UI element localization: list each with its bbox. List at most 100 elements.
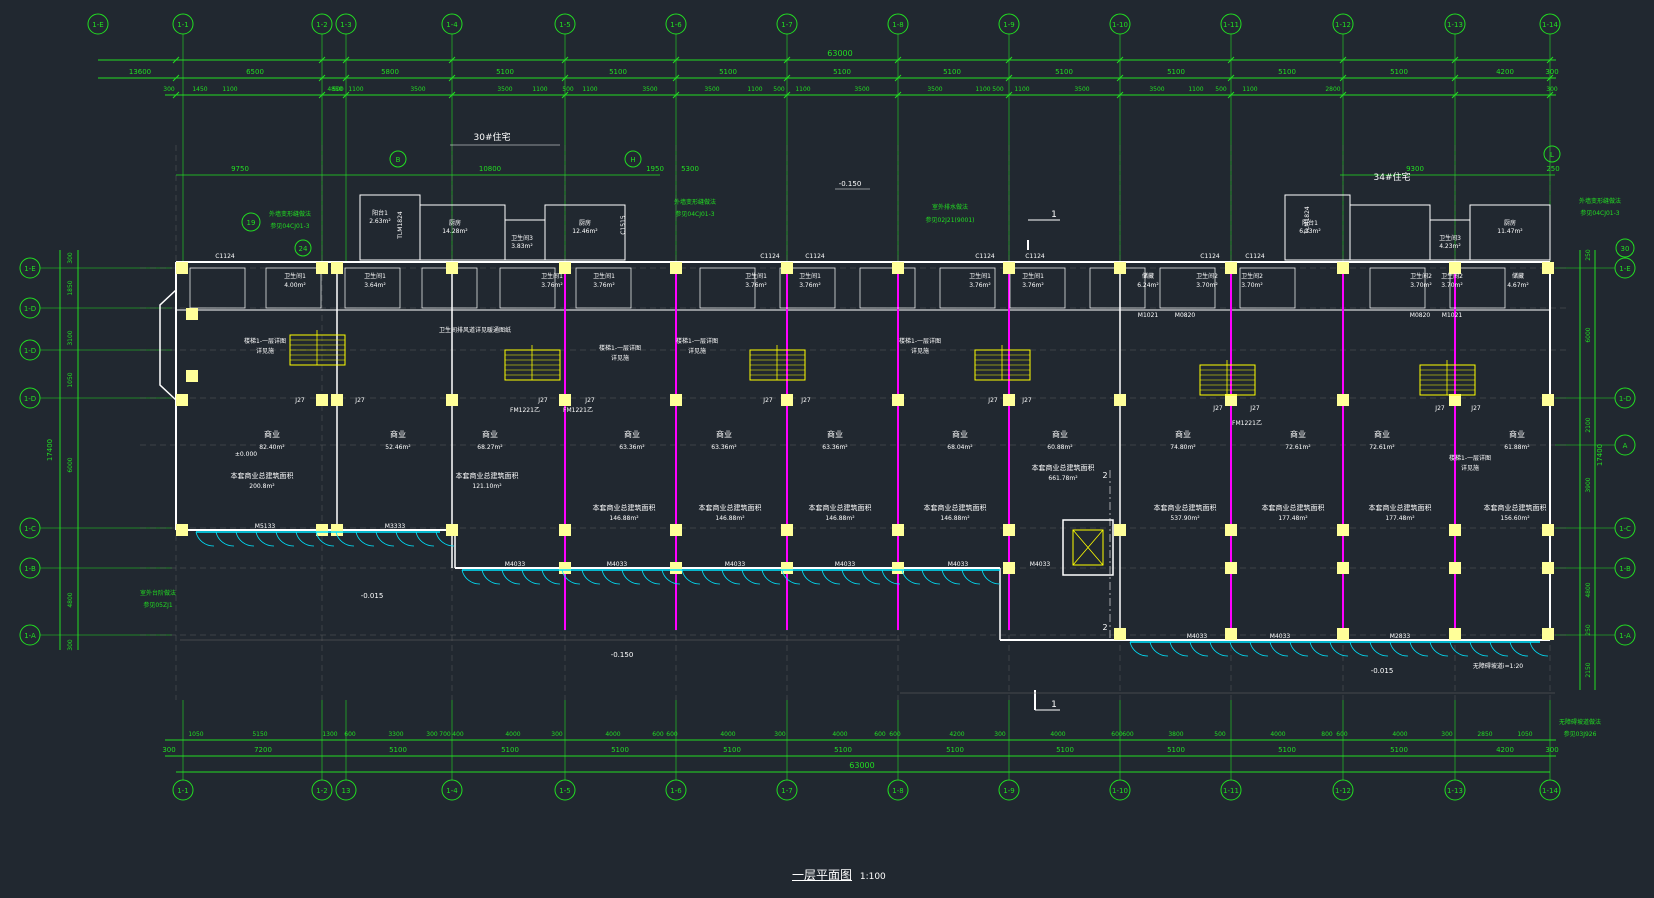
total-area-value: 177.48m² — [1278, 515, 1308, 522]
door-swing — [461, 569, 481, 585]
axis-bubble-bottom-1-7: 1-7 — [781, 787, 792, 795]
front-door-label: M4033 — [835, 561, 856, 568]
upper-room-area: 2.63m² — [369, 218, 391, 225]
door-swing — [195, 531, 215, 547]
wc-name: 储藏 — [1142, 272, 1154, 280]
dim-top-row1: 13600 — [129, 68, 151, 76]
wc-cubicle — [1369, 267, 1426, 309]
axis-bubble-top-1-7: 1-7 — [781, 21, 792, 29]
dim-bottom-row1: 4000 — [605, 731, 620, 738]
dim-bottom-row1: 300 — [426, 731, 438, 738]
dim-bottom-row2: 5100 — [1056, 746, 1074, 754]
column — [446, 262, 458, 274]
dim-tick — [1339, 91, 1347, 99]
note-right-1: 外墙变形缝做法 — [1579, 197, 1621, 205]
dim-top-row1: 4200 — [1496, 68, 1514, 76]
total-area-value: 121.10m² — [472, 483, 502, 490]
note-bottom-left-2: 参见05ZJ1 — [143, 601, 173, 609]
section-mark-bottom: 1 — [1051, 700, 1057, 710]
column — [1337, 562, 1349, 574]
note-left-2: 参见04CJ01-3 — [270, 222, 309, 230]
wc-cubicle — [344, 267, 401, 309]
column — [176, 394, 188, 406]
dim-right-part: 250 — [1585, 249, 1592, 261]
note-left-1: 外墙变形缝做法 — [269, 210, 311, 218]
stair-j27-label: J27 — [537, 397, 548, 404]
dim-top-row1: 5100 — [1167, 68, 1185, 76]
room-area: 63.36m² — [711, 444, 737, 451]
door-swing — [921, 569, 941, 585]
dim-tick — [1451, 74, 1459, 82]
door-swing — [721, 569, 741, 585]
door-swing — [521, 569, 541, 585]
stair-sub: 详见施 — [611, 354, 629, 362]
stair-j27-label: J27 — [1021, 397, 1032, 404]
door-swing — [481, 569, 501, 585]
dim-bottom-row1: 700 — [439, 731, 451, 738]
dim-top-row1: 5100 — [719, 68, 737, 76]
wc-name: 卫生间2 — [1241, 272, 1263, 280]
door-swing — [1269, 641, 1289, 657]
axis-mark-30: 30 — [1621, 245, 1630, 253]
dim-top-row2: 1100 — [795, 86, 810, 93]
dim-top-row1: 5100 — [1055, 68, 1073, 76]
room-name: 商业 — [390, 429, 406, 439]
upper-room-box — [1349, 204, 1431, 261]
axis-bubble-top-1-8: 1-8 — [892, 21, 903, 29]
column — [892, 524, 904, 536]
column — [1449, 524, 1461, 536]
axis-bubble-left-1: 1-D — [24, 305, 36, 313]
front-door-label: M2833 — [1390, 633, 1411, 640]
room-area: 52.46m² — [385, 444, 411, 451]
bay-window — [159, 289, 177, 401]
upper-room-area: 6.33m² — [1299, 228, 1321, 235]
upper-room-area: 11.47m² — [1497, 228, 1523, 235]
dim-tick — [561, 74, 569, 82]
total-area-label: 本套商业总建筑面积 — [1262, 503, 1325, 512]
dim-left-part: 300 — [67, 252, 74, 264]
door-swing — [1349, 641, 1369, 657]
wc-area: 3.76m² — [969, 282, 991, 289]
note-bottom-left-1: 室外台阶做法 — [140, 589, 176, 597]
dim-bottom-row1: 600 — [1111, 731, 1123, 738]
dim-bottom-row1: 3300 — [388, 731, 403, 738]
axis-bubble-bottom-1-4: 1-4 — [446, 787, 458, 795]
door-swing — [1189, 641, 1209, 657]
front-door-label: M4033 — [1270, 633, 1291, 640]
window-label: C1124 — [1025, 253, 1045, 260]
column — [670, 394, 682, 406]
window-label: C1124 — [760, 253, 780, 260]
dim-tick — [1546, 91, 1554, 99]
stair-hint: 楼梯1-一层详图 — [899, 337, 941, 345]
total-area-label: 本套商业总建筑面积 — [1154, 503, 1217, 512]
column — [331, 262, 343, 274]
axis-bubble-top-1-4: 1-4 — [446, 21, 458, 29]
wc-cubicle — [1009, 267, 1066, 309]
wc-area: 6.24m² — [1137, 282, 1159, 289]
door-swing — [541, 569, 561, 585]
wc-area: 3.76m² — [593, 282, 615, 289]
column — [1542, 394, 1554, 406]
door-swing — [235, 531, 255, 547]
room-area: 68.27m² — [477, 444, 503, 451]
door-swing — [901, 569, 921, 585]
stair-j27-label: J27 — [987, 397, 998, 404]
dim-tick — [172, 56, 180, 64]
wc-area: 3.70m² — [1196, 282, 1218, 289]
room-name: 商业 — [482, 429, 498, 439]
axis-bubble-right-4: 1-B — [1619, 565, 1631, 573]
room-name: 商业 — [1290, 429, 1306, 439]
door-swing — [1309, 641, 1329, 657]
total-area-label: 本套商业总建筑面积 — [231, 471, 294, 480]
total-area-label: 本套商业总建筑面积 — [924, 503, 987, 512]
wc-area: 4.00m² — [284, 282, 306, 289]
total-area-label: 本套商业总建筑面积 — [699, 503, 762, 512]
upper-room-name: 厨房 — [449, 219, 461, 227]
column — [892, 562, 904, 574]
front-door-label: M3333 — [385, 523, 406, 530]
axis-bubble-left-2: 1-D — [24, 347, 36, 355]
dim-right-part: 4800 — [1585, 582, 1592, 597]
total-area-value: 156.60m² — [1500, 515, 1530, 522]
upper-room-name: 厨房 — [579, 219, 591, 227]
dim-bottom-row1: 4000 — [720, 731, 735, 738]
